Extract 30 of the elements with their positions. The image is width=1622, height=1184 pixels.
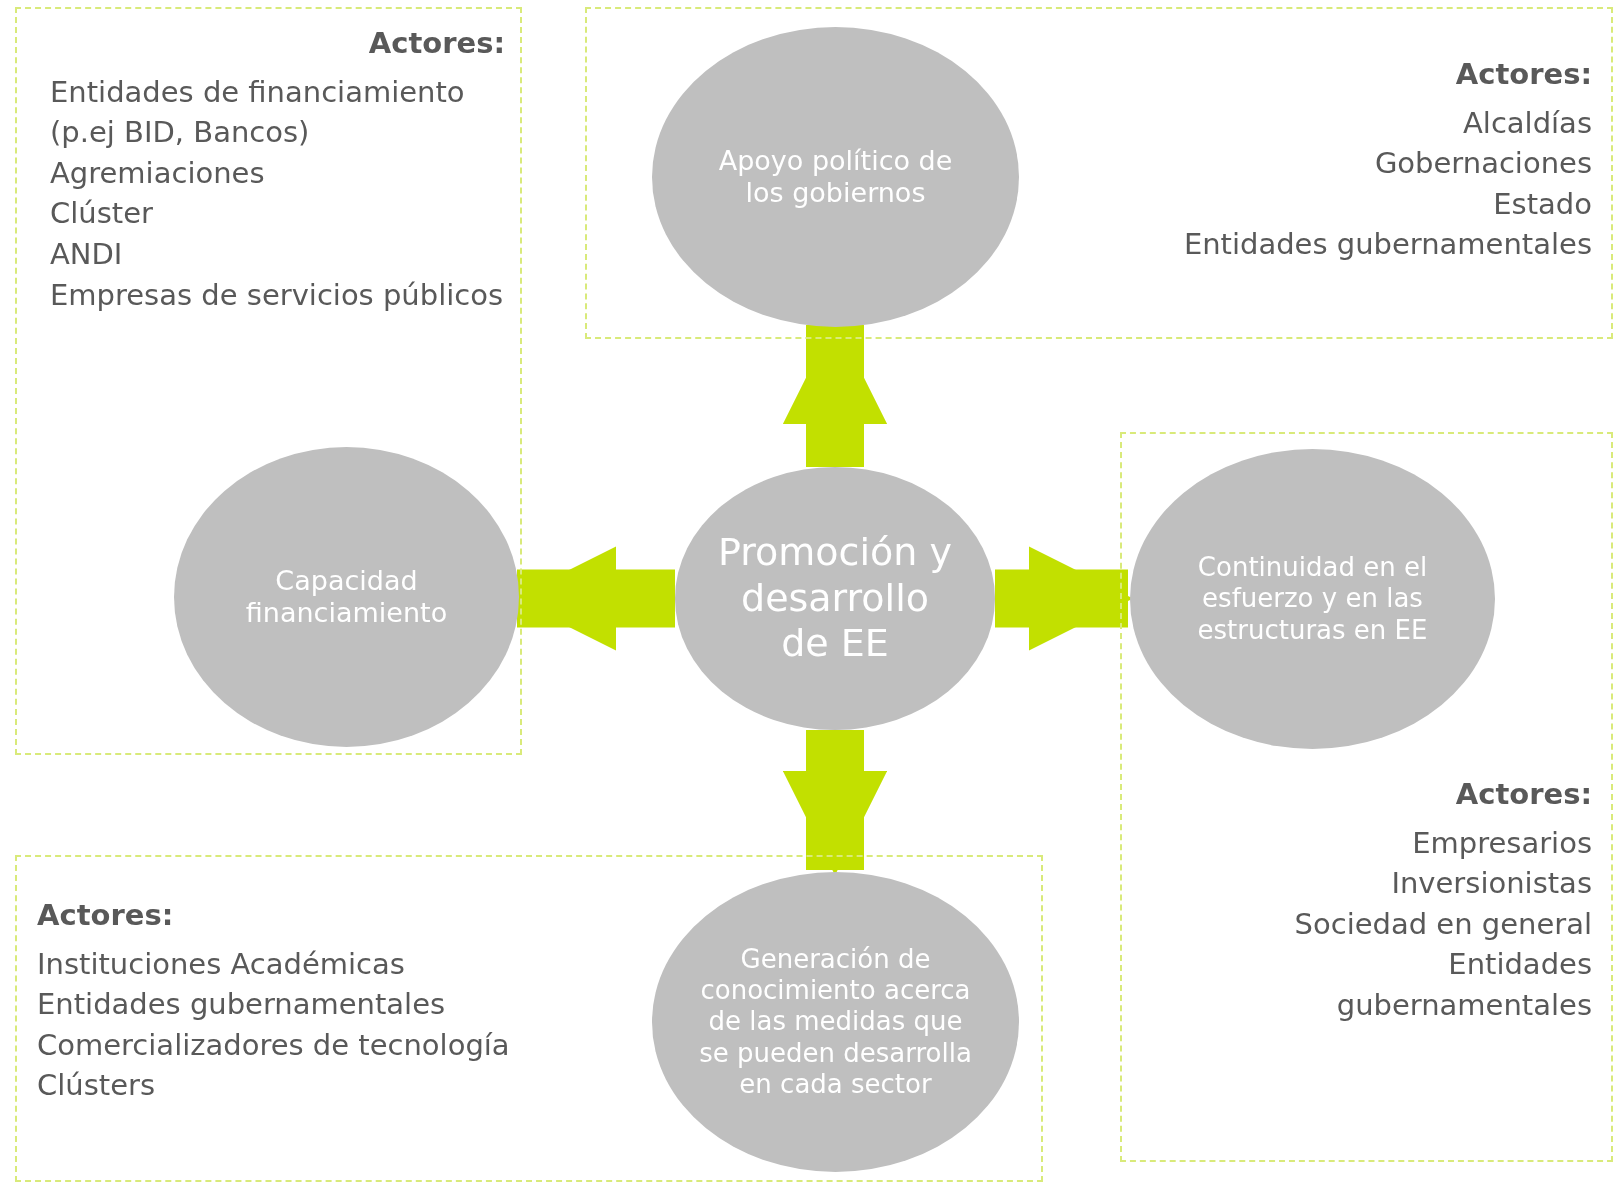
heading-text: Actores:	[367, 25, 505, 62]
list-item: Instituciones Académicas	[37, 945, 406, 983]
ellipse-label: Continuidad en el esfuerzo y en las estructuras en EE	[1196, 552, 1429, 646]
dashed-frame	[15, 7, 522, 755]
list-item: Empresarios	[1411, 824, 1592, 862]
ellipse-label: Promoción y desarrollo de EE	[717, 530, 953, 667]
list-item: Entidades gubernamentales	[1335, 946, 1592, 1024]
dashed-frame	[15, 855, 1043, 1182]
list-item: Entidades de financiamiento (p.ej BID, Bancos)	[50, 73, 466, 152]
ellipse-label: Generación de conocimiento acerca de las medidas que se pueden desarrolla en cada sector	[698, 944, 973, 1100]
ellipse-label: Capacidad financiamiento	[244, 564, 449, 630]
dashed-frame	[585, 7, 1613, 339]
list-item: Clúster	[50, 195, 154, 233]
ellipse-label: Apoyo político de los gobiernos	[717, 144, 954, 210]
list-item: Comercializadores de tecnología	[37, 1026, 511, 1064]
list-item: Alcaldías	[1462, 104, 1592, 142]
list-item: Entidades gubernamentales	[1182, 226, 1592, 264]
list-item: Entidades gubernamentales	[37, 986, 447, 1024]
list-item: Inversionistas	[1390, 865, 1592, 903]
list-item: Clústers	[37, 1067, 157, 1105]
list-item: Empresas de servicios públicos	[50, 276, 505, 314]
list-item: Agremiaciones	[50, 154, 266, 192]
heading-text: Actores:	[37, 897, 175, 934]
list-item: Estado	[1492, 185, 1592, 223]
heading-text: Actores:	[1454, 776, 1592, 813]
list-item: Gobernaciones	[1373, 145, 1592, 183]
dashed-frame	[1120, 432, 1613, 1162]
list-item: ANDI	[50, 235, 124, 273]
heading-text: Actores:	[1454, 56, 1592, 93]
list-item: Sociedad en general	[1293, 905, 1592, 943]
